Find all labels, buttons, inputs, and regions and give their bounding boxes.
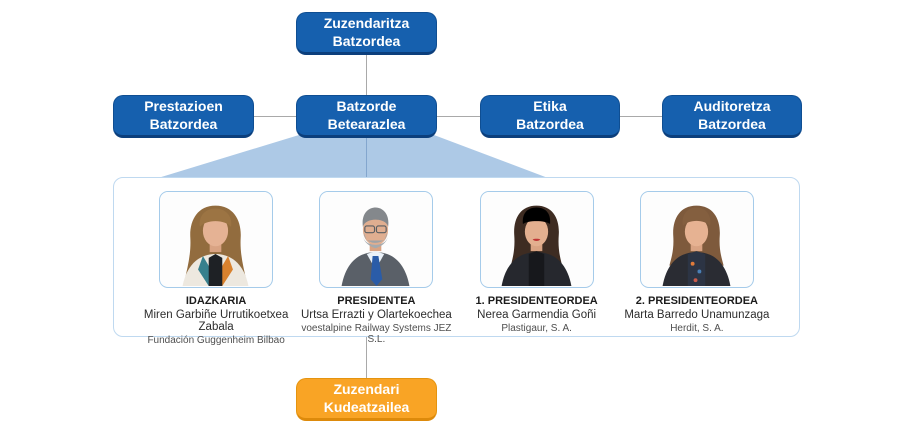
member-photo <box>319 191 434 288</box>
member-role: 2. PRESIDENTEORDEA <box>635 295 758 307</box>
member-card-1-presidenteordea: 1. PRESIDENTEORDEA Nerea Garmendia Goñi … <box>457 191 617 336</box>
fan-shape <box>158 135 548 178</box>
member-role: IDAZKARIA <box>185 295 247 307</box>
member-company: Fundación Guggenheim Bilbao <box>147 335 285 346</box>
member-avatar-icon <box>320 192 432 286</box>
member-name: Nerea Garmendia Goñi <box>477 309 597 321</box>
member-company: voestalpine Railway Systems JEZ S.L. <box>301 323 452 345</box>
member-company: Herdit, S. A. <box>670 323 724 334</box>
member-name: Urtsa Errazti y Olartekoechea <box>300 309 452 321</box>
member-photo <box>639 191 754 288</box>
member-card-idazkaria: IDAZKARIA Miren Garbiñe Urrutikoetxea Za… <box>136 191 296 346</box>
node-zuzendaritza-batzordea: Zuzendaritza Batzordea <box>296 12 437 55</box>
node-zuzendari-kudeatzailea: Zuzendari Kudeatzailea <box>296 378 437 421</box>
node-auditoretza-batzordea: Auditoretza Batzordea <box>662 95 802 138</box>
node-etika-batzordea: Etika Batzordea <box>480 95 620 138</box>
member-role: 1. PRESIDENTEORDEA <box>475 295 598 307</box>
member-photo <box>479 191 594 288</box>
member-photo <box>159 191 274 288</box>
executive-members-panel: IDAZKARIA Miren Garbiñe Urrutikoetxea Za… <box>113 177 800 346</box>
member-avatar-icon <box>160 192 271 286</box>
member-company: Plastigaur, S. A. <box>501 323 572 334</box>
member-role: PRESIDENTEA <box>337 295 416 307</box>
member-card-2-presidenteordea: 2. PRESIDENTEORDEA Marta Barredo Unamunz… <box>617 191 777 336</box>
node-prestazioen-batzordea: Prestazioen Batzordea <box>113 95 254 138</box>
member-name: Marta Barredo Unamunzaga <box>624 309 770 321</box>
member-avatar-icon <box>641 192 752 286</box>
member-avatar-icon <box>480 192 592 286</box>
node-batzorde-betearazlea: Batzorde Betearazlea <box>296 95 437 138</box>
member-name: Miren Garbiñe Urrutikoetxea Zabala <box>143 309 289 333</box>
member-card-presidentea: PRESIDENTEA Urtsa Errazti y Olartekoeche… <box>296 191 456 345</box>
